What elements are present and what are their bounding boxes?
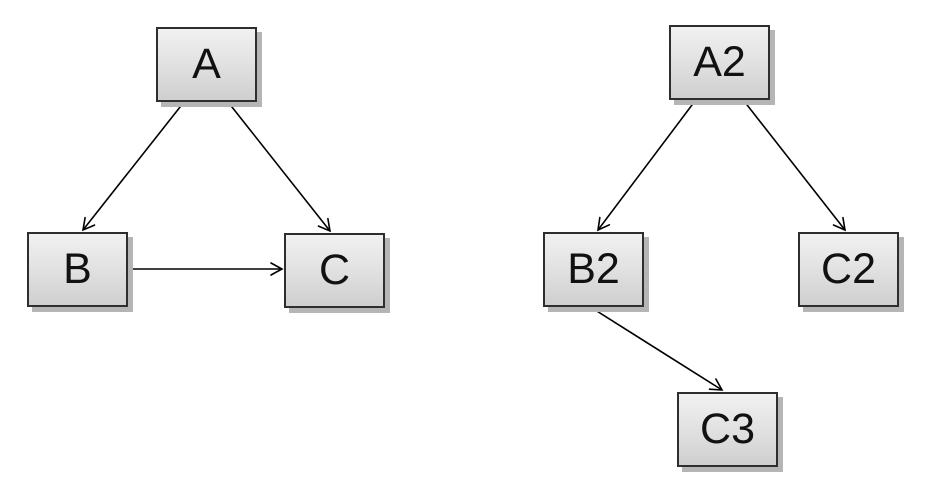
node-label: B2 — [567, 245, 620, 293]
node-C[interactable]: C — [284, 233, 385, 308]
node-A[interactable]: A — [156, 27, 257, 102]
node-B2[interactable]: B2 — [543, 232, 644, 307]
edge-A-C[interactable] — [227, 101, 332, 233]
node-label: C2 — [821, 245, 876, 293]
node-label: A — [192, 40, 221, 88]
node-A2[interactable]: A2 — [669, 25, 770, 100]
node-B[interactable]: B — [27, 232, 128, 307]
node-label: A2 — [693, 38, 746, 86]
node-label: B — [63, 245, 92, 293]
node-label: C3 — [700, 405, 755, 453]
edge-B2-C3[interactable] — [591, 307, 724, 391]
edge-A-B[interactable] — [81, 101, 185, 232]
edge-A2-C2[interactable] — [743, 100, 847, 232]
node-C2[interactable]: C2 — [798, 232, 899, 307]
edge-A2-B2[interactable] — [596, 100, 696, 232]
node-C3[interactable]: C3 — [677, 392, 778, 467]
node-label: C — [318, 246, 351, 294]
